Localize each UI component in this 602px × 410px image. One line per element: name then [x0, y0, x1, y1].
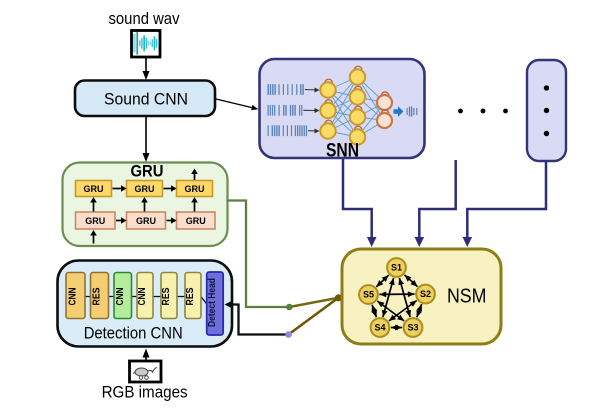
svg-text:RES: RES [185, 287, 196, 305]
svg-text:S1: S1 [391, 263, 402, 273]
svg-text:CNN: CNN [137, 288, 148, 306]
svg-text:Sound CNN: Sound CNN [104, 90, 188, 109]
svg-text:Detection CNN: Detection CNN [84, 324, 183, 343]
svg-text:S3: S3 [407, 323, 418, 333]
svg-text:RGB images: RGB images [102, 383, 188, 402]
svg-text:GRU: GRU [185, 184, 205, 194]
svg-text:S4: S4 [374, 323, 385, 333]
svg-text:GRU: GRU [84, 184, 104, 194]
svg-text:GRU: GRU [136, 216, 156, 226]
svg-text:GRU: GRU [186, 216, 206, 226]
svg-text:S2: S2 [420, 289, 431, 299]
svg-text:NSM: NSM [447, 286, 487, 308]
svg-text:GRU: GRU [135, 184, 155, 194]
svg-text:sound wav: sound wav [109, 10, 181, 28]
svg-text:CNN: CNN [115, 288, 126, 306]
svg-text:S5: S5 [363, 290, 374, 300]
svg-text:RES: RES [92, 287, 103, 305]
svg-text:RES: RES [161, 287, 172, 305]
svg-text:Detect Head: Detect Head [206, 278, 218, 327]
svg-text:GRU: GRU [131, 163, 164, 181]
svg-text:GRU: GRU [85, 216, 105, 226]
svg-text:CNN: CNN [68, 288, 79, 306]
